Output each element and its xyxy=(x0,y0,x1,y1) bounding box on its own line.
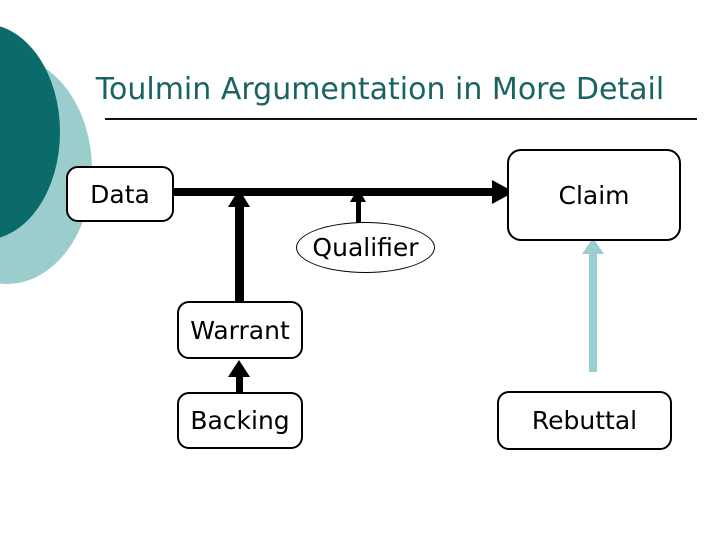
connector-data-to-claim-line xyxy=(174,188,496,196)
connector-backing-to-warrant-line xyxy=(236,375,243,393)
connector-rebuttal-to-claim-line xyxy=(589,252,597,372)
connector-qualifier-to-claim-arrowhead xyxy=(350,188,366,202)
connector-rebuttal-to-claim-arrowhead xyxy=(582,238,604,254)
slide-title: Toulmin Argumentation in More Detail xyxy=(95,72,665,107)
connector-backing-to-warrant-arrowhead xyxy=(228,360,250,377)
node-data[interactable]: Data xyxy=(66,166,174,222)
node-qualifier[interactable]: Qualifier xyxy=(296,222,435,273)
node-claim[interactable]: Claim xyxy=(507,149,681,241)
node-backing[interactable]: Backing xyxy=(177,392,303,449)
node-rebuttal[interactable]: Rebuttal xyxy=(497,391,672,450)
node-warrant[interactable]: Warrant xyxy=(177,301,303,359)
connector-qualifier-to-claim-line xyxy=(356,200,361,228)
title-underline-rule xyxy=(105,118,697,120)
connector-warrant-to-claim-arrowhead xyxy=(228,189,250,207)
connector-warrant-to-claim-line xyxy=(235,205,244,303)
